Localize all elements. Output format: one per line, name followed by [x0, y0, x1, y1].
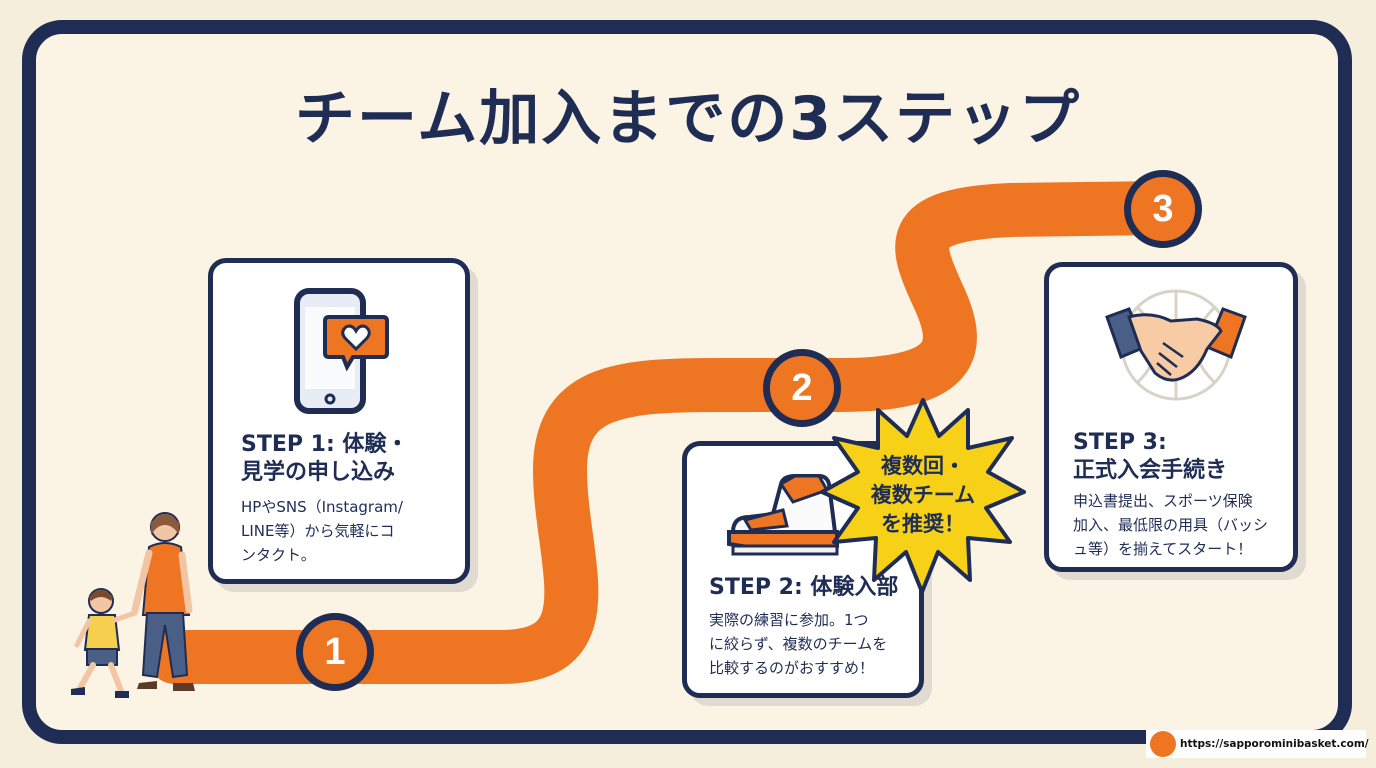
callout-line3: を推奨！: [881, 512, 965, 536]
step-3-card: STEP 3: 正式入会手続き 申込書提出、スポーツ保険 加入、最低限の用具（バ…: [1044, 262, 1298, 572]
step-3-body-line3: ュ等）を揃えてスタート！: [1073, 540, 1253, 558]
credit-url[interactable]: https://sapporominibasket.com/: [1180, 738, 1369, 750]
step-1-body-line1: HPやSNS（Instagram/: [241, 498, 403, 516]
step-3-heading-line2: 正式入会手続き: [1073, 458, 1228, 483]
starburst-callout-shape: [820, 398, 1026, 594]
step-3-body-line1: 申込書提出、スポーツ保険: [1073, 492, 1253, 510]
step-1-heading-line2: 見学の申し込み: [241, 460, 396, 485]
family-illustration: [71, 512, 195, 698]
step-3-body-line2: 加入、最低限の用具（バッシ: [1073, 516, 1269, 534]
step-2-body-line2: に絞らず、複数のチームを: [709, 635, 888, 653]
step-3-number-badge: 3: [1124, 170, 1202, 248]
step-1-number-badge: 1: [296, 613, 374, 691]
step-1-body-line2: LINE等）から気軽にコ: [241, 522, 395, 540]
step-2-heading-line1: STEP 2: 体験入部: [709, 575, 899, 600]
step-2-number-badge: 2: [763, 349, 841, 427]
mascot-logo-icon: [1150, 731, 1176, 757]
site-credit[interactable]: https://sapporominibasket.com/: [1146, 730, 1369, 758]
page-title: チーム加入までの3ステップ: [295, 84, 1081, 154]
sneaker-icon: [727, 474, 839, 556]
callout-line2: 複数チーム: [870, 483, 976, 507]
callout-line1: 複数回・: [881, 454, 965, 478]
starburst-callout-text: 複数回・ 複数チーム を推奨！: [838, 452, 1008, 539]
step-2-body-line3: 比較するのがおすすめ！: [709, 659, 875, 677]
handshake-basketball-icon: [1105, 289, 1247, 401]
step-3-heading-line1: STEP 3:: [1073, 430, 1167, 455]
step-2-body-line1: 実際の練習に参加。1つ: [709, 611, 869, 629]
step-1-heading-line1: STEP 1: 体験・: [241, 432, 409, 457]
smartphone-heart-icon: [294, 288, 389, 414]
step-1-card: STEP 1: 体験・ 見学の申し込み HPやSNS（Instagram/ LI…: [208, 258, 470, 584]
step-1-body-line3: ンタクト。: [241, 546, 316, 564]
